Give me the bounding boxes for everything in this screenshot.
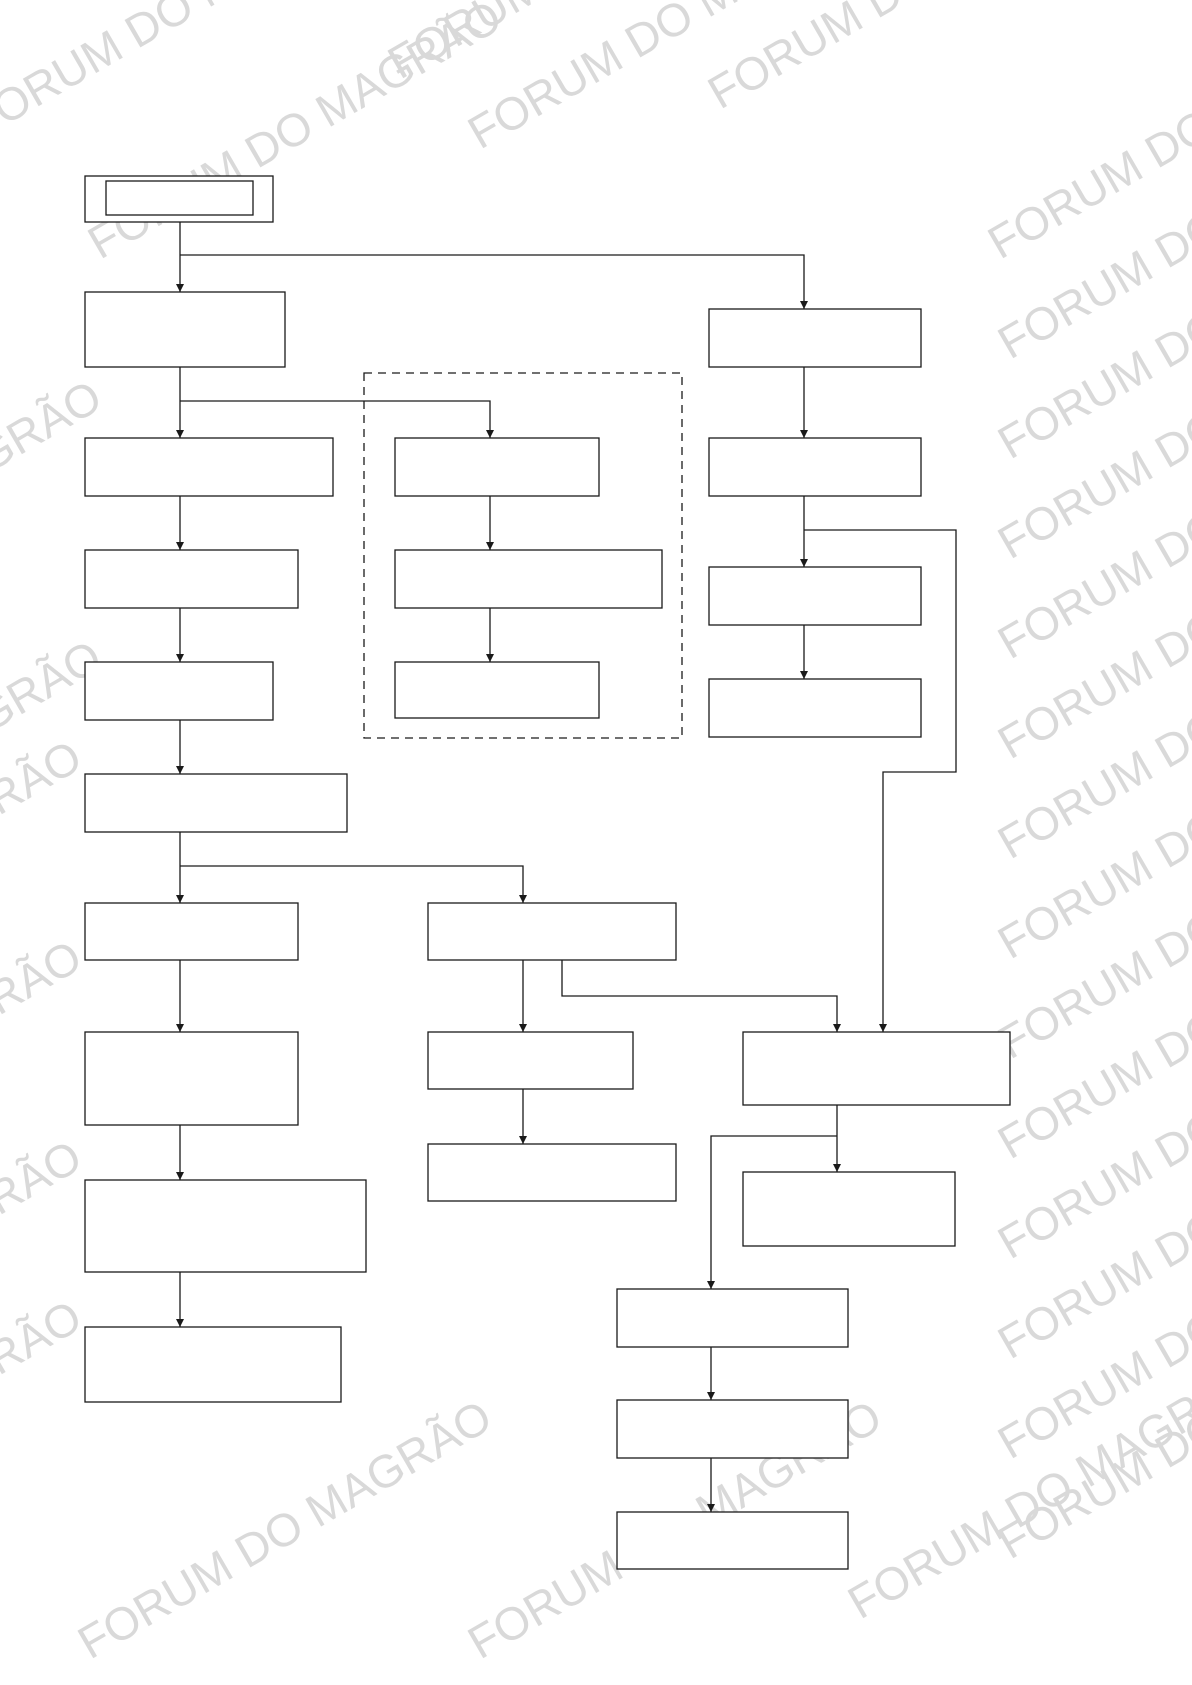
watermark: FORUM DO MAGRÃO xyxy=(699,0,1130,119)
box-merge xyxy=(742,1031,1011,1106)
box-right-4 xyxy=(708,678,922,738)
connector xyxy=(707,1135,837,1289)
connector xyxy=(561,960,841,1032)
box-left-6 xyxy=(84,902,299,961)
box-dashed-3 xyxy=(394,661,600,719)
box-right-2 xyxy=(708,437,922,497)
box-left-5 xyxy=(84,773,348,833)
boxes xyxy=(84,175,1011,1570)
box-dashed-2 xyxy=(394,549,663,609)
box-left-8 xyxy=(84,1179,367,1273)
dashed-group-border xyxy=(363,372,683,739)
box-left-9 xyxy=(84,1326,342,1403)
watermark: FORUM DO MAGRÃO xyxy=(69,1390,500,1669)
connectors xyxy=(176,222,957,1512)
watermark: FORUM DO MAGRÃO xyxy=(0,1290,90,1569)
box-middle-1 xyxy=(427,902,677,961)
box-merge-right xyxy=(742,1171,956,1247)
box-dashed-1 xyxy=(394,437,600,497)
box-middle-3 xyxy=(427,1143,677,1202)
box-left-2 xyxy=(84,437,334,497)
connector xyxy=(180,400,494,438)
box-left-3 xyxy=(84,549,299,609)
connector xyxy=(180,254,808,309)
box-bottom-2 xyxy=(616,1399,849,1459)
box-bottom-3 xyxy=(616,1511,849,1570)
box-left-4 xyxy=(84,661,274,721)
box-right-3 xyxy=(708,566,922,626)
box-middle-2 xyxy=(427,1031,634,1090)
start-box-inner xyxy=(105,180,254,216)
box-right-1 xyxy=(708,308,922,368)
connector xyxy=(804,529,957,1032)
box-bottom-1 xyxy=(616,1288,849,1348)
box-left-1 xyxy=(84,291,286,368)
box-left-7 xyxy=(84,1031,299,1126)
connector xyxy=(180,865,527,903)
